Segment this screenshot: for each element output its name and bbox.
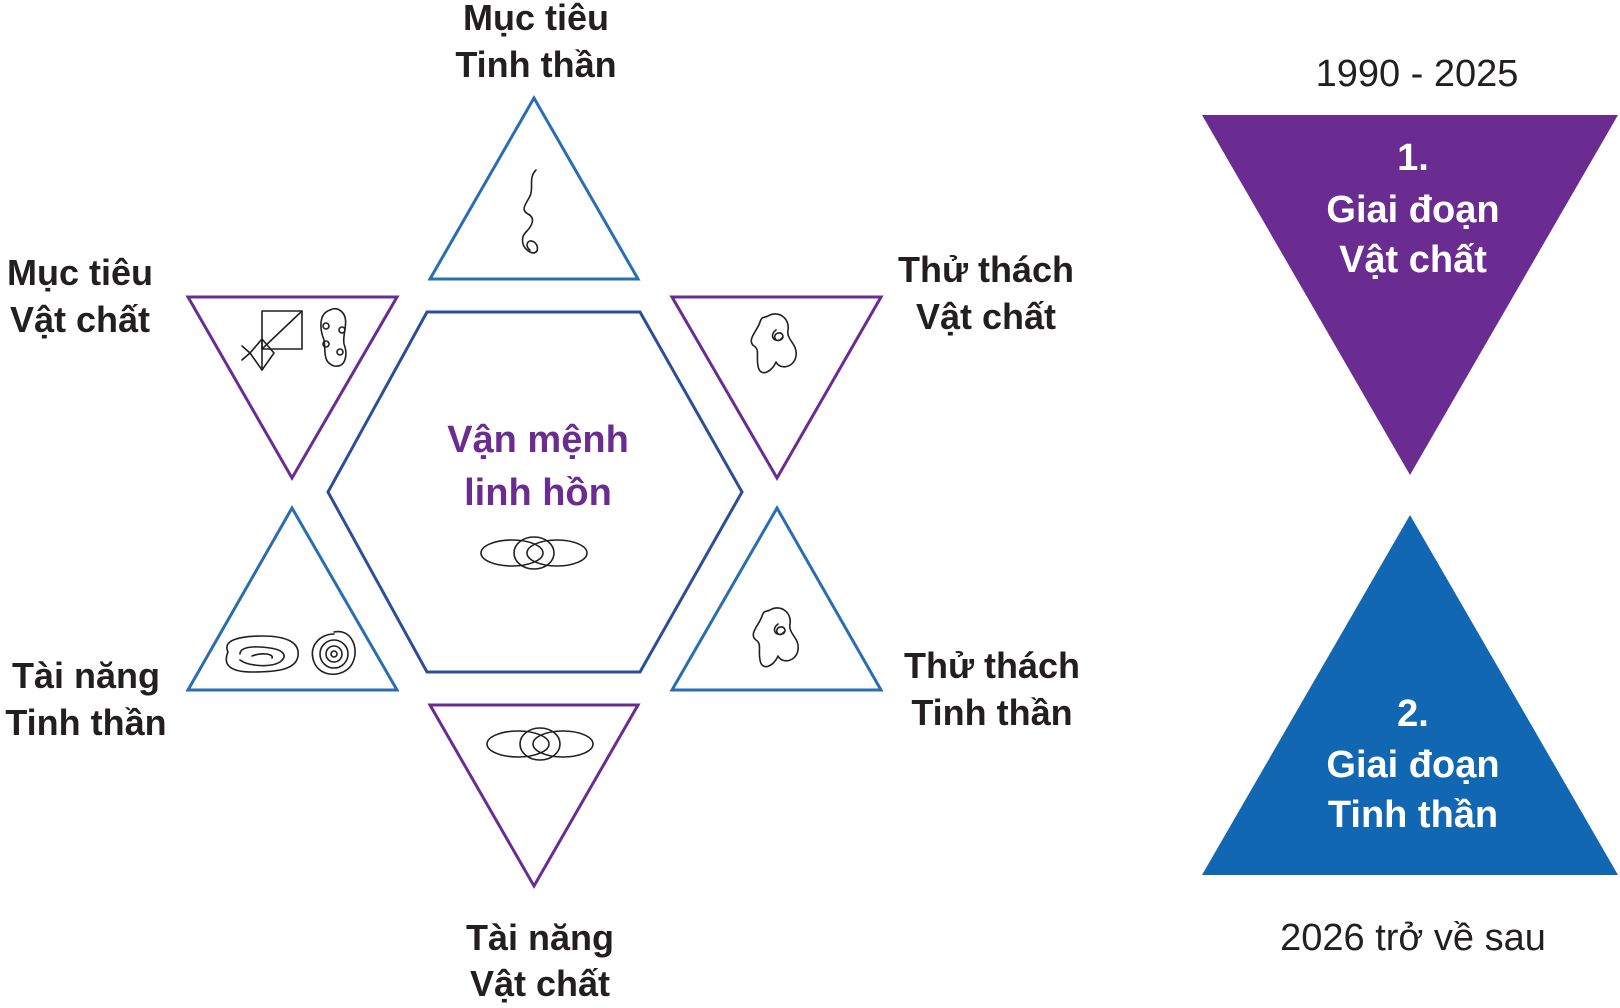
center-title-line1: Vận mệnh <box>447 419 629 461</box>
center-hexagon <box>326 310 744 674</box>
triangle-bottom <box>427 703 641 890</box>
triangle-lower-right <box>669 504 884 692</box>
label-bottom-line1: Tài năng <box>466 917 614 958</box>
stage1-years: 1990 - 2025 <box>1316 53 1519 95</box>
label-upper-right-line2: Vật chất <box>916 296 1056 337</box>
stage2-line1: Giai đoạn <box>1326 744 1499 786</box>
oval-spiral-icon <box>225 635 299 673</box>
triangle-upper-right <box>669 295 884 482</box>
label-bottom-line2: Vật chất <box>470 963 610 1004</box>
stage2-number: 2. <box>1397 693 1429 735</box>
spiral-squiggle-icon <box>521 169 539 254</box>
center-title-line2: linh hồn <box>464 472 612 514</box>
stage1-number: 1. <box>1397 137 1429 179</box>
chain-links-icon <box>480 536 588 570</box>
stage1-line2: Vật chất <box>1339 239 1487 281</box>
label-lower-left-line2: Tinh thần <box>5 702 166 743</box>
stage2-years: 2026 trở về sau <box>1280 917 1546 959</box>
triangle-lower-left <box>185 504 400 692</box>
blob-knot-icon <box>752 607 799 668</box>
chain-links-icon <box>486 727 594 761</box>
label-top-line1: Mục tiêu <box>463 0 609 38</box>
label-lower-left-line1: Tài năng <box>12 655 160 696</box>
oval-loops-icon <box>320 307 347 367</box>
concentric-spiral-icon <box>311 630 356 676</box>
stage1-inverted-triangle <box>1202 115 1618 475</box>
triangle-upper-left <box>185 295 400 482</box>
label-lower-right-line2: Tinh thần <box>911 692 1072 733</box>
stage2-line2: Tinh thần <box>1328 794 1498 836</box>
kite-diamond-icon <box>241 310 303 371</box>
label-upper-left-line2: Vật chất <box>10 299 150 340</box>
label-upper-right-line1: Thử thách <box>898 249 1074 290</box>
label-upper-left-line1: Mục tiêu <box>7 252 153 293</box>
stage1-line1: Giai đoạn <box>1326 189 1499 231</box>
label-lower-right-line1: Thử thách <box>904 645 1080 686</box>
triangle-top <box>427 94 641 281</box>
label-top-line2: Tinh thần <box>455 44 616 85</box>
blob-knot-icon <box>750 313 797 374</box>
stage2-triangle <box>1202 515 1618 875</box>
